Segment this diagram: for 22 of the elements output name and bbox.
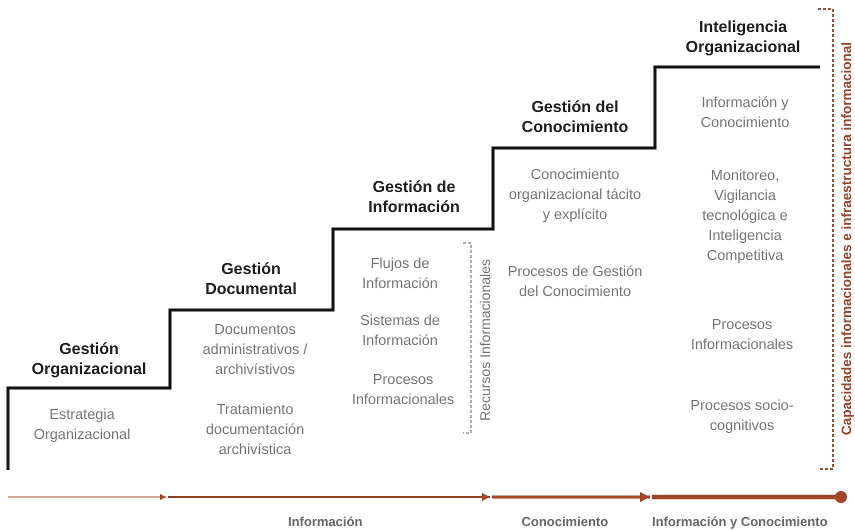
phase-label: Conocimiento bbox=[522, 513, 608, 530]
bracket-label: Recursos Informacionales bbox=[476, 259, 493, 421]
step-item: Información y Conocimiento bbox=[700, 94, 790, 133]
phase-label: Información y Conocimiento bbox=[652, 513, 828, 530]
step-item: Procesos socio-cognitivos bbox=[689, 397, 795, 436]
step-item: Procesos de Gestión del Conocimiento bbox=[506, 263, 644, 302]
step-heading: Gestión Organizacional bbox=[30, 340, 148, 380]
step-heading: Gestión de Información bbox=[367, 178, 461, 218]
bracket-label: Capacidades informacionales e infraestructura informacional bbox=[838, 41, 854, 435]
step-item: Conocimiento organizacional tácito y explícito bbox=[508, 166, 642, 225]
step-item: Sistemas de Información bbox=[359, 312, 441, 351]
step-item: Documentos administrativos / archivístivos bbox=[202, 321, 308, 380]
phase-label: Información bbox=[288, 513, 362, 530]
step-heading: Inteligencia Organizacional bbox=[684, 18, 802, 58]
step-item: Estrategia Organizacional bbox=[32, 406, 132, 445]
step-item: Procesos Informacionales bbox=[690, 316, 794, 355]
step-item: Procesos Informacionales bbox=[350, 371, 456, 410]
step-item: Tratamiento documentación archivística bbox=[204, 401, 306, 460]
step-item: Monitoreo, Vigilancia tecnológica e Inteligencia Competitiva bbox=[701, 167, 789, 266]
step-heading: Gestión Documental bbox=[204, 260, 298, 300]
step-heading: Gestión del Conocimiento bbox=[520, 98, 630, 138]
step-item: Flujos de Información bbox=[361, 255, 439, 294]
